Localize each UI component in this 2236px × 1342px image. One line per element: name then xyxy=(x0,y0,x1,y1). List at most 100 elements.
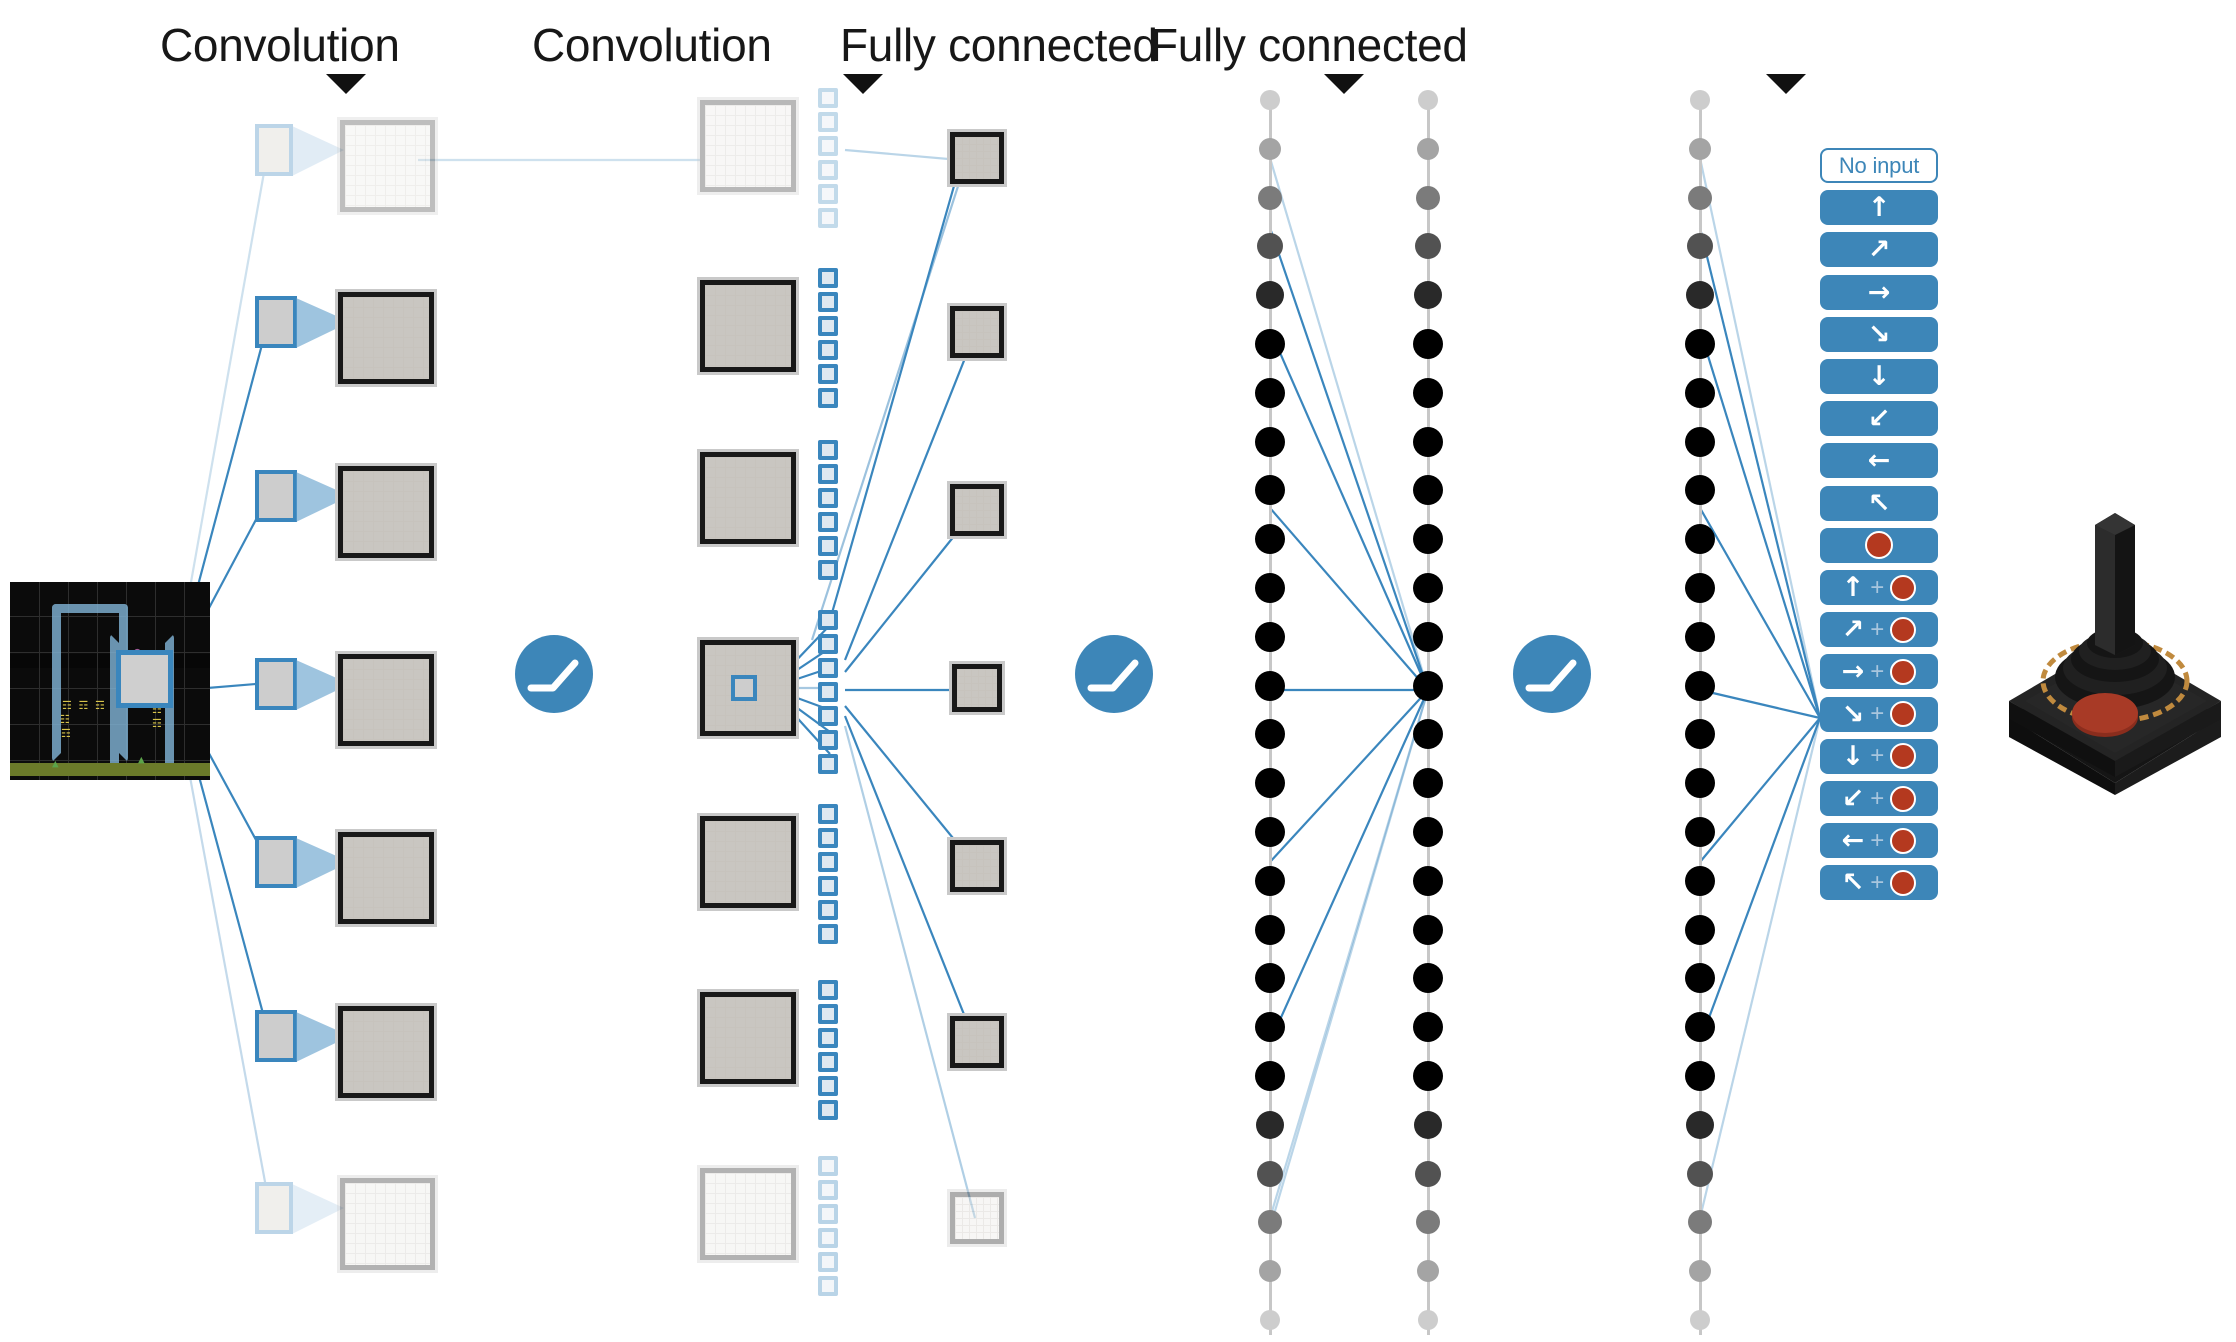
fc1-column-2-neuron xyxy=(1413,573,1443,603)
fc1-column-1-neuron xyxy=(1259,137,1281,160)
layer-title-fully-connected-1: Fully connected xyxy=(840,19,1158,71)
action-button-up-right[interactable]: ↗ xyxy=(1820,232,1938,268)
fc1-column-1-neuron xyxy=(1255,817,1285,847)
conv1-feature-map xyxy=(338,654,434,746)
plus-icon: + xyxy=(1870,700,1885,728)
action-button-left-fire[interactable]: ←+ xyxy=(1820,823,1938,859)
fc1-column-2-neuron xyxy=(1413,670,1443,701)
fc2-column-1-neuron xyxy=(1686,281,1714,310)
fc1-column-2-neuron xyxy=(1413,963,1443,994)
action-button-down[interactable]: ↓ xyxy=(1820,359,1938,394)
conv2-output-map xyxy=(950,1192,1004,1244)
action-button-left[interactable]: ← xyxy=(1820,443,1938,479)
arrow-icon-up-left-fire: ↖ xyxy=(1841,867,1865,899)
conv2-feature-map xyxy=(700,816,796,908)
action-button-no-input[interactable]: No input xyxy=(1820,148,1938,183)
arrow-icon-up-right-fire: ↗ xyxy=(1841,614,1865,646)
conv1-patch xyxy=(255,470,297,522)
fc1-column-1-neuron xyxy=(1255,329,1285,359)
conv2-receptive-field xyxy=(731,675,757,701)
conv1-patch xyxy=(255,1182,293,1234)
fc1-column-2-neuron xyxy=(1413,426,1443,457)
conv1-feature-map xyxy=(338,1006,434,1098)
fc1-column-2-neuron xyxy=(1413,377,1443,408)
conv1-feature-map xyxy=(338,466,434,558)
fc1-column-2-neuron xyxy=(1417,1260,1439,1283)
fc1-column-2-neuron xyxy=(1413,1012,1443,1043)
arrow-icon-left-fire: ← xyxy=(1841,825,1865,857)
fc1-column-1-neuron xyxy=(1255,768,1285,799)
fc2-column-1-neuron xyxy=(1685,329,1715,359)
layer-title-convolution-1: Convolution xyxy=(160,19,400,71)
fire-button-icon xyxy=(1890,701,1917,728)
conv1-feature-map xyxy=(338,832,434,924)
action-button-right-fire[interactable]: →+ xyxy=(1820,654,1938,690)
arrow-icon-up: ↑ xyxy=(1867,192,1891,224)
relu-3 xyxy=(1513,635,1591,713)
fc1-column-1-neuron xyxy=(1257,1160,1283,1187)
arrow-icon-right: → xyxy=(1867,276,1891,308)
fire-button-icon xyxy=(1890,658,1917,685)
action-button-right[interactable]: → xyxy=(1820,274,1938,310)
fc2-column-1-neuron xyxy=(1685,573,1715,603)
arrow-icon-right-fire: → xyxy=(1841,656,1865,688)
atari-game-frame: ☶ ☶ ☶ ☷ ☶ ☷ ☶ ● ▲ ▲ xyxy=(10,582,210,780)
fc1-column-1-neuron xyxy=(1260,90,1280,110)
fc2-column-1-neuron xyxy=(1688,185,1712,210)
fc1-column-2-neuron xyxy=(1413,914,1443,945)
arrow-icon-up-right: ↗ xyxy=(1867,234,1891,266)
fc2-column-1-neuron xyxy=(1685,377,1715,408)
fc1-column-2-neuron xyxy=(1413,719,1443,750)
action-button-down-left[interactable]: ↙ xyxy=(1820,401,1938,437)
conv2-output-map xyxy=(952,664,1002,712)
fc2-column-1-neuron xyxy=(1689,137,1711,160)
action-button-up-left[interactable]: ↖ xyxy=(1820,485,1938,521)
conv1-cone xyxy=(292,1184,344,1234)
conv2-feature-map xyxy=(700,640,796,736)
fc2-column-1-neuron xyxy=(1685,1012,1715,1043)
conv2-feature-map xyxy=(700,100,796,192)
action-button-up-fire[interactable]: ↑+ xyxy=(1820,570,1938,605)
fully-connected-1-marker xyxy=(1324,74,1364,94)
fc1-column-2-neuron xyxy=(1413,329,1443,359)
conv1-patch xyxy=(255,124,293,176)
fc1-column-1-neuron xyxy=(1255,719,1285,750)
fc1-column-1-neuron xyxy=(1255,524,1285,555)
action-button-up-right-fire[interactable]: ↗+ xyxy=(1820,612,1938,648)
fc1-column-1-neuron xyxy=(1255,621,1285,652)
arrow-icon-down-left-fire: ↙ xyxy=(1841,783,1865,814)
action-button-up[interactable]: ↑ xyxy=(1820,190,1938,226)
fc1-column-1-neuron xyxy=(1258,1210,1282,1235)
action-button-down-right-fire[interactable]: ↘+ xyxy=(1820,696,1938,732)
fully-connected-2-marker xyxy=(1766,74,1806,94)
fc1-column-2-neuron xyxy=(1415,1160,1441,1187)
conv2-feature-map xyxy=(700,1168,796,1260)
relu-2 xyxy=(1075,635,1153,713)
fc1-column-2-neuron xyxy=(1415,233,1441,260)
action-button-down-fire[interactable]: ↓+ xyxy=(1820,738,1938,774)
plus-icon: + xyxy=(1870,742,1885,770)
arrow-icon-down-right: ↘ xyxy=(1867,318,1891,350)
conv1-feature-map xyxy=(340,120,435,212)
atari-joystick xyxy=(1995,505,2235,800)
arrow-icon-up-fire: ↑ xyxy=(1841,572,1865,603)
action-button-down-left-fire[interactable]: ↙+ xyxy=(1820,781,1938,816)
fc1-column-2-neuron xyxy=(1416,185,1440,210)
layer-title-fully-connected-2: Fully connected xyxy=(1150,19,1468,71)
fc2-column-1-neuron xyxy=(1687,1160,1713,1187)
conv2-feature-map xyxy=(700,280,796,372)
game-ground-strip xyxy=(10,763,210,776)
action-button-fire[interactable] xyxy=(1820,527,1938,563)
action-button-up-left-fire[interactable]: ↖+ xyxy=(1820,865,1938,901)
action-button-down-right[interactable]: ↘ xyxy=(1820,316,1938,352)
arrow-icon-down-fire: ↓ xyxy=(1841,740,1865,772)
fc2-column-1-neuron xyxy=(1685,475,1715,506)
conv2-feature-map xyxy=(700,992,796,1084)
conv2-output-map xyxy=(950,132,1004,184)
fc2-column-1-neuron xyxy=(1685,524,1715,555)
fc2-column-1-neuron xyxy=(1690,1310,1710,1330)
conv1-cone xyxy=(296,1012,350,1062)
conv2-output-map xyxy=(950,484,1004,536)
conv1-patch xyxy=(255,658,297,710)
